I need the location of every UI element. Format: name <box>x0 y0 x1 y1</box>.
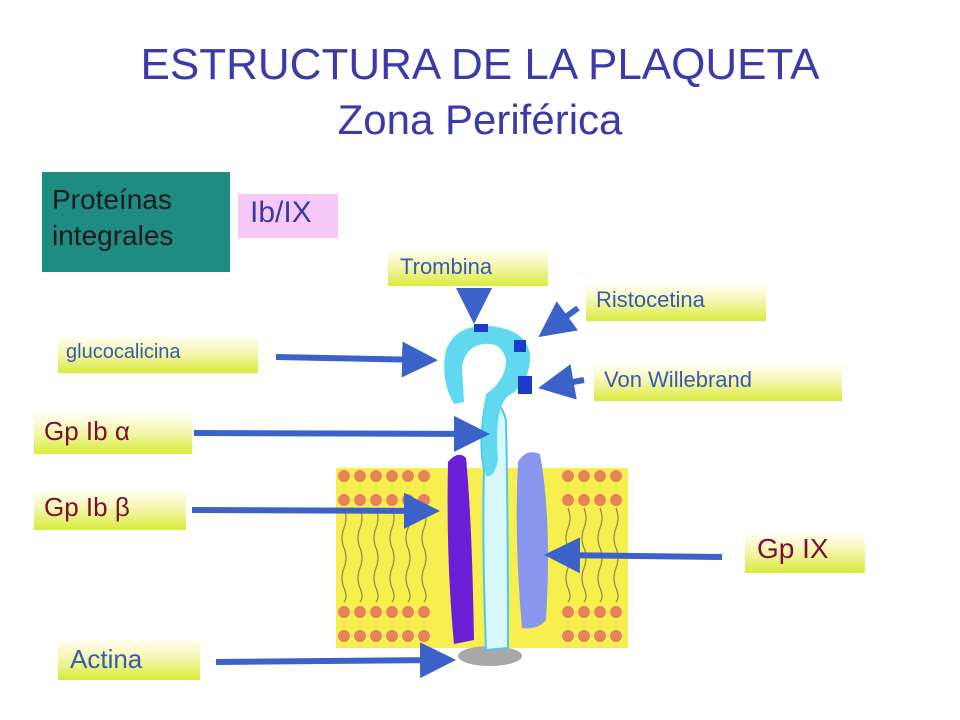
vwf-binding-site <box>518 376 532 394</box>
lipid-heads <box>338 470 622 642</box>
integral-proteins-line2: integrales <box>52 220 174 251</box>
page-subtitle: Zona Periférica <box>337 96 623 143</box>
ristocetin-binding-site <box>514 340 526 352</box>
complex-tag: Ib/IX <box>238 194 338 238</box>
arrow-ristocetina <box>538 301 580 338</box>
label-actina: Actina <box>58 640 200 680</box>
gp-ib-beta-protein <box>447 454 474 644</box>
label-von-willebrand: Von Willebrand <box>594 365 842 401</box>
integral-proteins-box: Proteínas integrales <box>42 172 230 272</box>
label-gp-ix: Gp IX <box>745 533 865 573</box>
integral-proteins-line1: Proteínas <box>52 184 172 215</box>
arrow-gp-ib-beta <box>191 492 440 529</box>
label-gp-ib-beta: Gp Ib β <box>34 490 186 530</box>
arrow-gp-ib-alpha <box>193 415 490 452</box>
label-ristocetina: Ristocetina <box>586 285 766 321</box>
arrow-glucocalicina <box>275 341 438 378</box>
thrombin-binding-site <box>474 324 488 332</box>
actin-filament <box>458 646 522 666</box>
label-glucocalicina: glucocalicina <box>58 337 258 373</box>
arrow-gp-ix <box>544 537 723 574</box>
label-trombina: Trombina <box>388 250 548 286</box>
page-title: ESTRUCTURA DE LA PLAQUETA <box>140 40 820 89</box>
arrow-von-willebrand <box>538 364 585 400</box>
gp-ix-protein <box>516 452 548 629</box>
label-gp-ib-alpha: Gp Ib α <box>34 414 192 454</box>
gp-ib-alpha-head <box>444 325 530 477</box>
arrow-actina <box>215 642 456 679</box>
